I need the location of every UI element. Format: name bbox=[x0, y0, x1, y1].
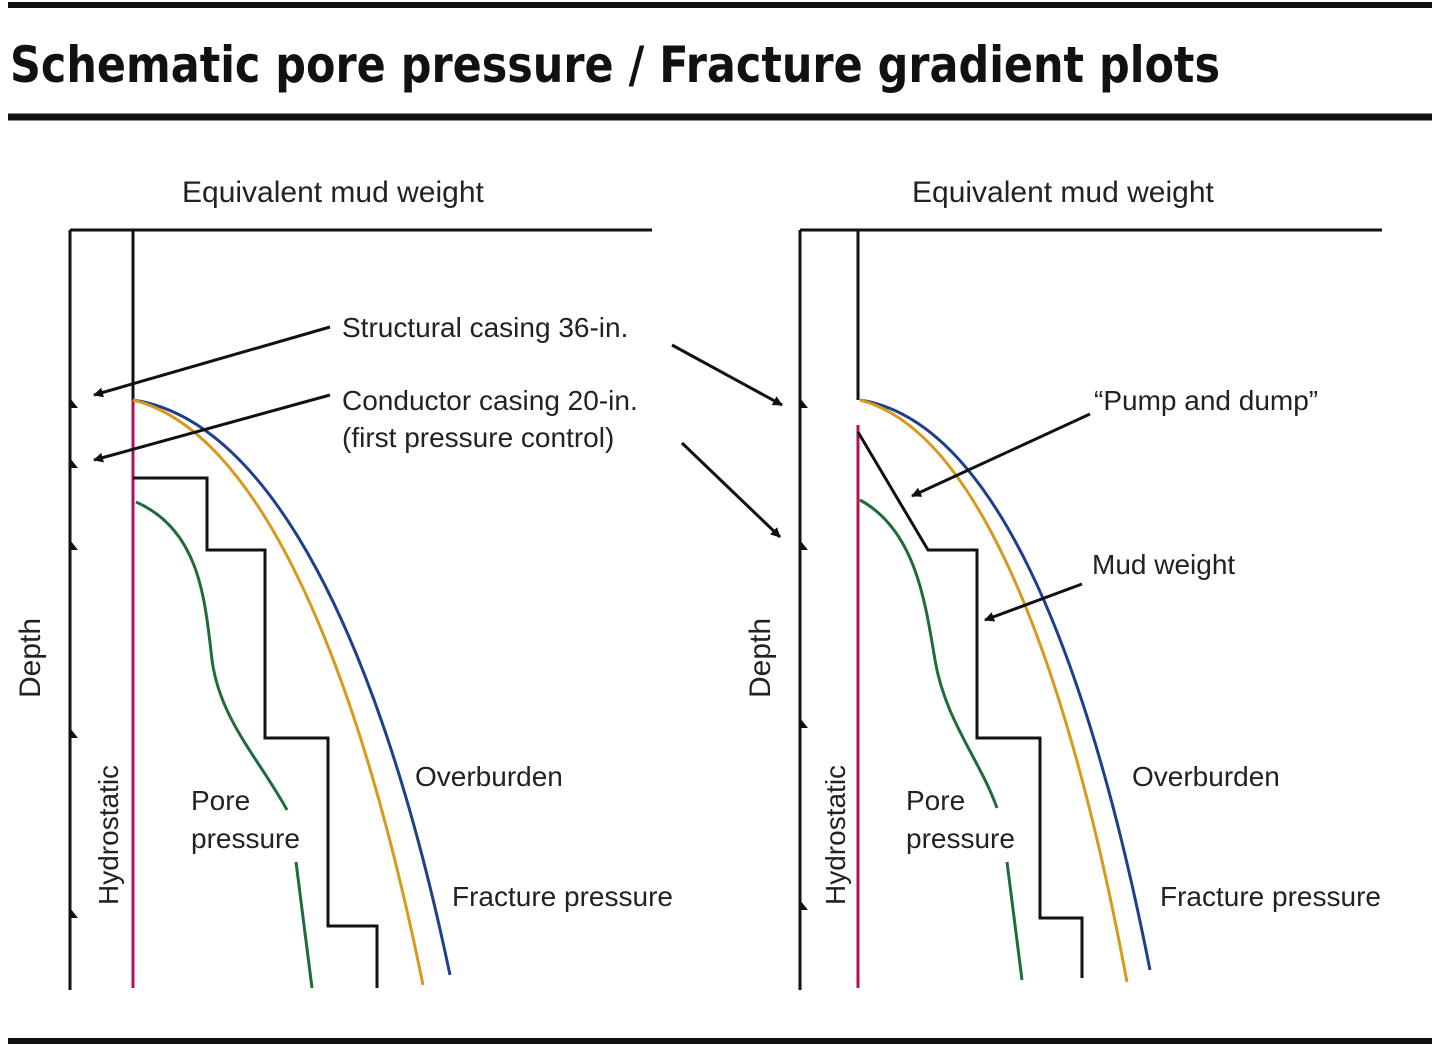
right-x-axis-label: Equivalent mud weight bbox=[912, 176, 1215, 209]
conductor-casing-label-line2: (first pressure control) bbox=[342, 422, 614, 453]
right-pore-pressure-curve bbox=[859, 498, 999, 809]
right-hydrostatic-label: Hydrostatic bbox=[820, 765, 851, 905]
arrow-icon bbox=[680, 441, 782, 539]
left-y-axis-label: Depth bbox=[14, 618, 47, 698]
casing-shoe-marker-icon bbox=[800, 718, 808, 728]
arrow-icon bbox=[671, 343, 783, 407]
left-overburden-label: Overburden bbox=[415, 761, 563, 792]
left-mud-weight-steps bbox=[133, 476, 379, 988]
figure-title: Schematic pore pressure / Fracture gradi… bbox=[10, 36, 1220, 94]
structural-casing-label: Structural casing 36-in. bbox=[342, 312, 628, 343]
mud-weight-label: Mud weight bbox=[1092, 549, 1235, 580]
left-panel: Equivalent mud weight Depth Hydrostatic … bbox=[14, 176, 673, 990]
right-overburden-label: Overburden bbox=[1132, 761, 1280, 792]
casing-shoe-marker-icon bbox=[70, 458, 78, 468]
conductor-casing-label-line1: Conductor casing 20-in. bbox=[342, 385, 638, 416]
right-pore-label-line2: pressure bbox=[906, 823, 1015, 854]
left-hydrostatic-label: Hydrostatic bbox=[93, 765, 124, 905]
right-fracture-label: Fracture pressure bbox=[1160, 881, 1381, 912]
right-pore-label-line1: Pore bbox=[906, 785, 965, 816]
right-panel: Equivalent mud weight Depth Hydrostatic … bbox=[744, 176, 1382, 990]
casing-shoe-marker-icon bbox=[70, 908, 78, 918]
left-x-axis-label: Equivalent mud weight bbox=[182, 176, 485, 209]
arrow-icon bbox=[93, 325, 331, 398]
arrow-icon bbox=[911, 412, 1091, 498]
casing-shoe-marker-icon bbox=[70, 728, 78, 738]
left-overburden-curve bbox=[132, 398, 452, 976]
pump-and-dump-label: “Pump and dump” bbox=[1094, 385, 1318, 416]
arrow-icon bbox=[984, 582, 1083, 622]
left-fracture-label: Fracture pressure bbox=[452, 881, 673, 912]
casing-shoe-marker-icon bbox=[800, 540, 808, 550]
casing-shoe-marker-icon bbox=[70, 398, 78, 408]
left-fracture-curve bbox=[132, 398, 425, 986]
left-pore-pressure-curve-lower bbox=[294, 861, 314, 989]
arrow-icon bbox=[93, 393, 331, 463]
right-pore-pressure-curve-lower bbox=[1005, 861, 1024, 981]
casing-shoe-marker-icon bbox=[800, 398, 808, 408]
right-fracture-curve bbox=[859, 398, 1129, 983]
casing-shoe-marker-icon bbox=[800, 900, 808, 910]
casing-shoe-marker-icon bbox=[70, 540, 78, 550]
casing-annotations: Structural casing 36-in. Conductor casin… bbox=[93, 312, 783, 539]
left-pore-label-line2: pressure bbox=[191, 823, 300, 854]
left-pore-label-line1: Pore bbox=[191, 785, 250, 816]
right-y-axis-label: Depth bbox=[744, 618, 777, 698]
left-pore-pressure-curve bbox=[135, 500, 289, 811]
right-overburden-curve bbox=[859, 398, 1152, 971]
right-mud-weight-steps bbox=[856, 431, 1084, 978]
